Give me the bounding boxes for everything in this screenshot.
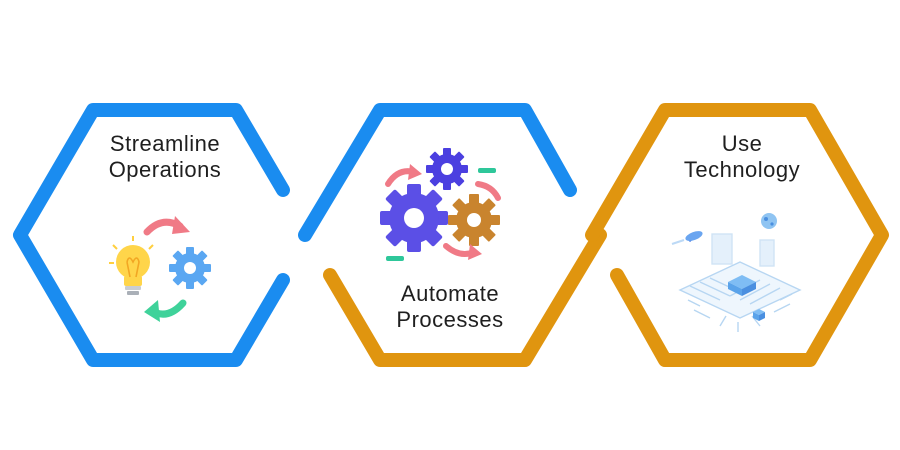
dash-green-top-icon [478, 168, 496, 173]
gear-icon [169, 247, 211, 289]
arrow-pink-right-icon [475, 181, 501, 201]
step-3-line-1: Use [721, 131, 763, 156]
step-2-line-2: Processes [396, 307, 504, 332]
hexagon-outline-2-bottom [323, 228, 607, 367]
hexagon-outline-1 [13, 103, 290, 367]
chip-icon [728, 275, 756, 296]
rocket-icon [671, 231, 703, 245]
step-label-3: Use Technology [652, 131, 832, 183]
hexagon-outline-3 [585, 103, 889, 367]
gear-small-purple-icon [426, 148, 468, 190]
gears-icon [380, 148, 501, 261]
step-2-line-1: Automate [400, 281, 500, 306]
gear-large-purple-icon [380, 184, 448, 252]
lightbulb-gear-icon [109, 216, 211, 322]
circuit-rocket-icon [671, 213, 802, 332]
step-label-2: Automate Processes [360, 281, 540, 333]
step-label-1: Streamline Operations [75, 131, 255, 183]
step-3-line-2: Technology [683, 157, 801, 182]
hexagon-outline-2-top [298, 103, 577, 242]
step-1-line-2: Operations [108, 157, 222, 182]
globe-icon [761, 213, 777, 229]
gear-bronze-icon [448, 194, 500, 246]
cube-icon [753, 309, 765, 321]
step-1-line-1: Streamline [109, 131, 221, 156]
dash-green-bottom-icon [386, 256, 404, 261]
lightbulb-icon [109, 236, 154, 295]
